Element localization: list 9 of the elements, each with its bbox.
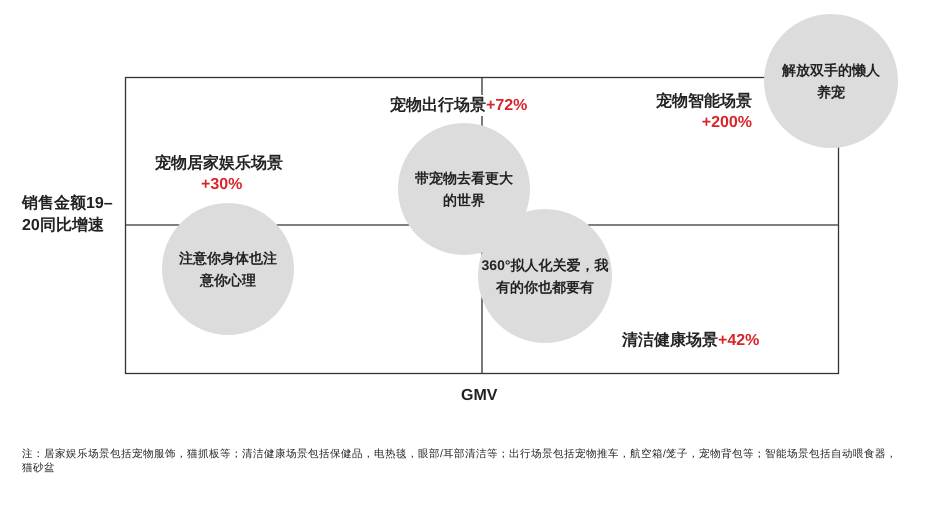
bubble-circle: 注意你身体也注意你心理 [162,203,294,335]
footnote: 注：居家娱乐场景包括宠物服饰，猫抓板等；清洁健康场景包括保健品，电热毯，眼部/耳部清洁等；出行场景包括宠物推车，航空箱/笼子，宠物背包等；智能场景包括自动喂食器，猫砂盆 [22,447,898,475]
scenario-label: 清洁健康场景 [622,330,718,351]
scenario-label: 宠物出行场景 [390,95,486,116]
bubble-circle: 解放双手的懒人养宠 [764,14,898,148]
scenario-label: 宠物居家娱乐场景 [155,153,283,174]
bubble-circle: 带宠物去看更大的世界 [398,123,530,255]
scenario-label: 宠物智能场景 [656,91,752,112]
bubble-circle: 360°拟人化关爱，我有的你也都要有 [478,209,612,343]
